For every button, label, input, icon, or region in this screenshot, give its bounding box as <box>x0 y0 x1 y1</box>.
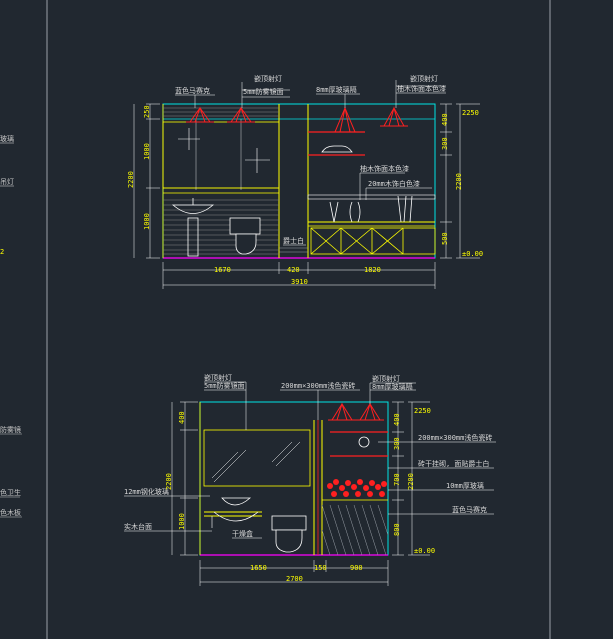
spotlight-icon <box>186 106 408 133</box>
dim-left: 1000 <box>178 513 186 530</box>
flower-planter <box>327 479 387 497</box>
elevation-bottom: 嵌顶射灯 5mm防雾镜面 200mm×300mm浅色瓷砖 嵌顶射灯 8mm厚玻璃… <box>124 373 496 586</box>
glass-shelves <box>307 131 436 227</box>
dim-right: 800 <box>393 523 401 536</box>
label-tile-right: 200mm×300mm浅色瓷砖 <box>418 433 492 442</box>
dim-left: 2200 <box>165 473 173 490</box>
planter-hatch <box>321 504 389 556</box>
car-ornament <box>321 145 353 153</box>
label-clear-glass: 10mm厚玻璃 <box>446 481 484 490</box>
spotlight-icon <box>328 402 384 421</box>
level-mark: ±0.00 <box>414 547 435 555</box>
label-wood-base: 实木台面 <box>124 522 152 531</box>
vanity-counter <box>204 497 262 528</box>
label-dry-wall: 砖干挂砌, 面贴爵士白 <box>418 459 489 468</box>
label-spotlight-right: 嵌顶射灯 <box>372 374 400 383</box>
base-cabinet <box>310 227 436 255</box>
label-wood-panel: 柚木饰面本色漆 <box>360 164 409 173</box>
dim-left: 2200 <box>127 171 135 188</box>
label-glass-shelf: 8mm厚玻璃隔 <box>372 382 413 391</box>
label-frosted-glass: 5mm防雾镜面 <box>204 381 245 390</box>
dim-right: 300 <box>441 137 449 150</box>
elevation-top: 蓝色马赛克 嵌顶射灯 5mm防雾镜面 8mm厚玻璃隔 嵌顶射灯 柚木饰面本色漆 … <box>127 74 483 289</box>
label-white-glass: 20mm木饰白色漆 <box>368 179 420 188</box>
label-glass-shelf: 8mm厚玻璃隔 <box>316 85 357 94</box>
label-mosaic: 蓝色马赛克 <box>452 505 487 514</box>
dim-bottom: 1670 <box>214 266 231 274</box>
dim-right: 500 <box>441 232 449 245</box>
label-stone: 爵士白 <box>283 236 304 245</box>
label-frosted-glass: 5mm防雾镜面 <box>243 87 284 96</box>
label-spotlight: 嵌顶射灯 <box>254 74 282 83</box>
label-wood-panel-top: 柚木饰面本色漆 <box>397 84 446 93</box>
dim-right-level: 2250 <box>414 407 431 415</box>
wash-basin <box>171 198 215 257</box>
dim-right-level: 2250 <box>462 109 479 117</box>
level-mark: ±0.00 <box>462 250 483 258</box>
dim-left: 250 <box>143 105 151 118</box>
dim-total: 2700 <box>286 575 303 583</box>
toilet <box>229 217 261 255</box>
mosaic-hatch <box>163 107 279 255</box>
dim-left: 1000 <box>143 143 151 160</box>
dim-right: 2200 <box>455 173 463 190</box>
dim-bottom: 1820 <box>364 266 381 274</box>
label-spotlight-right: 嵌顶射灯 <box>410 74 438 83</box>
left-margin-labels: 玻璃 吊灯 2 防雾镜 色卫生 色木板 <box>0 134 22 518</box>
dim-right: 700 <box>393 473 401 486</box>
margin-label: 玻璃 <box>0 134 14 143</box>
toilet <box>271 515 307 553</box>
dim-bottom: 1650 <box>250 564 267 572</box>
ornament <box>358 436 370 448</box>
dim-right: 400 <box>441 113 449 126</box>
label-tile-top: 200mm×300mm浅色瓷砖 <box>281 381 355 390</box>
margin-label: 色卫生 <box>0 488 21 497</box>
label-toughened-glass: 12mm钢化玻璃 <box>124 487 169 496</box>
dim-right: 2200 <box>407 473 415 490</box>
dim-left: 400 <box>178 411 186 424</box>
dim-right: 400 <box>393 413 401 426</box>
dim-total: 3910 <box>291 278 308 286</box>
glass-shelves <box>322 431 388 501</box>
label-mosaic: 蓝色马赛克 <box>175 86 210 95</box>
margin-label: 2 <box>0 248 4 256</box>
dim-left: 1000 <box>143 213 151 230</box>
dim-bottom: 420 <box>287 266 300 274</box>
vases <box>329 195 413 223</box>
dim-right: 300 <box>393 437 401 450</box>
label-cabinet: 干燥盒 <box>232 529 253 538</box>
label-spotlight: 嵌顶射灯 <box>204 373 232 382</box>
dim-bottom: 900 <box>350 564 363 572</box>
margin-label: 防雾镜 <box>0 425 21 434</box>
margin-label: 吊灯 <box>0 177 14 186</box>
margin-label: 色木板 <box>0 508 21 517</box>
dim-bottom: 150 <box>314 564 327 572</box>
